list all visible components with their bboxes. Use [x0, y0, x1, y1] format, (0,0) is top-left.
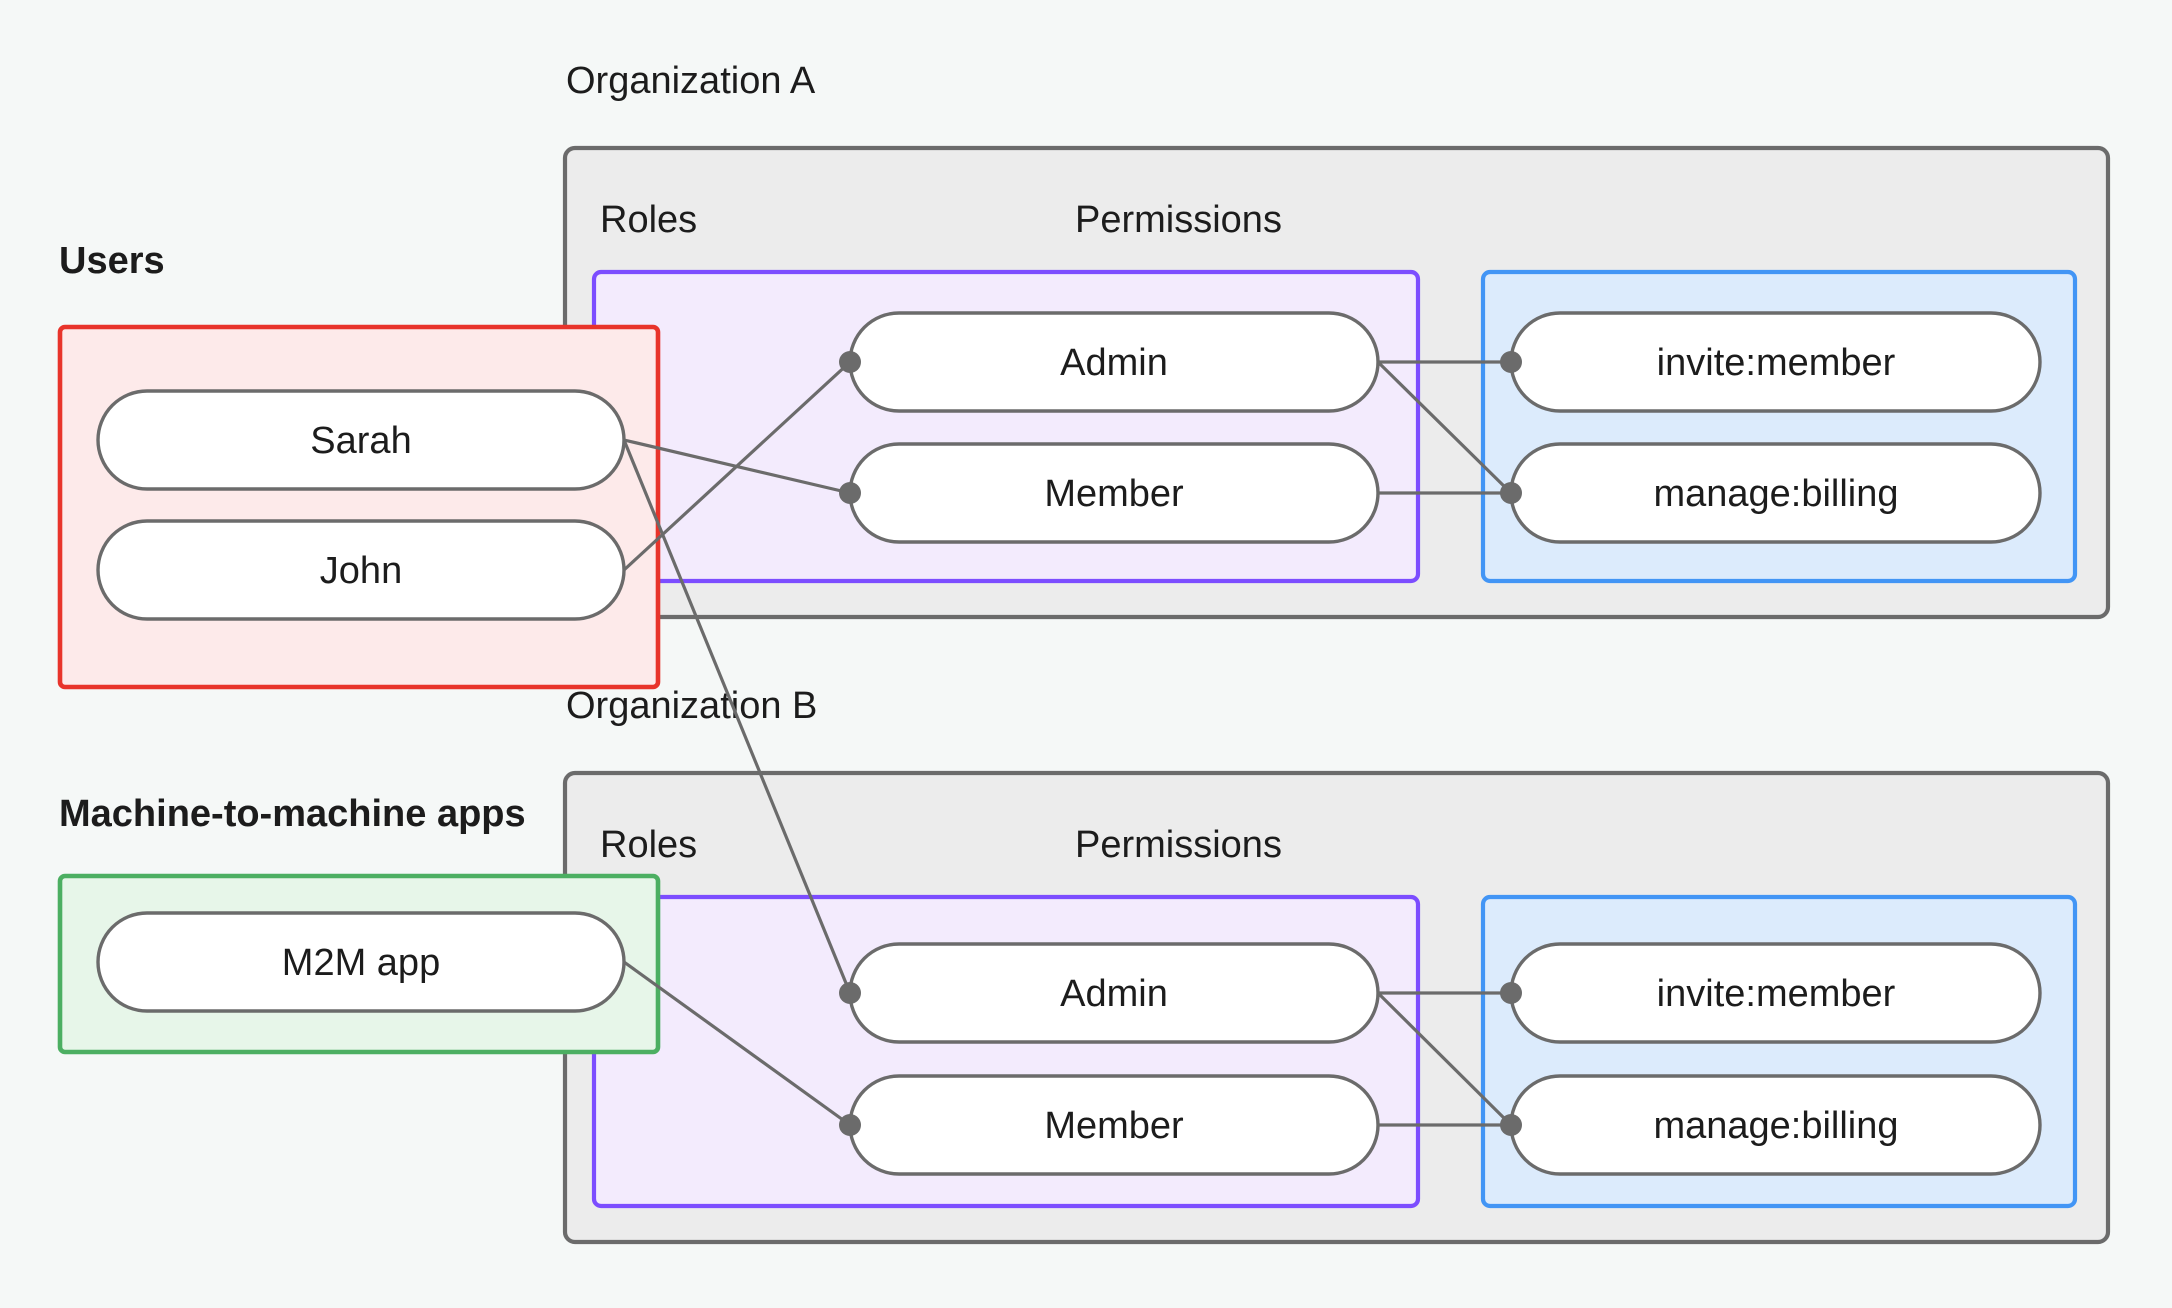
edge-sarah-to-org-b-admin — [622, 439, 852, 994]
node-john-shape[interactable] — [96, 519, 626, 621]
org-a-roles-title: Roles — [600, 199, 697, 241]
node-org-b-admin-label: Admin — [1060, 973, 1168, 1015]
endpoint-dot-org-a-admin — [839, 351, 861, 373]
endpoint-dot-org-b-invite — [1500, 982, 1522, 1004]
endpoint-dot-org-a-invite — [1500, 351, 1522, 373]
node-org-a-manage-billing-label: manage:billing — [1653, 473, 1898, 515]
node-m2m-app[interactable]: M2M app — [96, 911, 626, 1013]
node-org-b-invite-member-label: invite:member — [1657, 973, 1896, 1015]
users-group — [57, 324, 661, 690]
org-b-title: Organization B — [566, 685, 817, 727]
endpoint-dot-org-b-billing — [1500, 1114, 1522, 1136]
node-org-a-invite-member-label: invite:member — [1657, 342, 1896, 384]
node-john[interactable]: John — [96, 519, 626, 621]
node-m2m-app-shape[interactable] — [96, 911, 626, 1013]
node-sarah-label: Sarah — [310, 420, 411, 462]
node-sarah-shape[interactable] — [96, 389, 626, 491]
edge-layer — [622, 360, 1513, 1127]
edge-m2m-to-org-b-member — [623, 960, 851, 1127]
node-sarah[interactable]: Sarah — [96, 389, 626, 491]
endpoint-dot-org-b-admin — [839, 982, 861, 1004]
node-org-b-member-label: Member — [1044, 1105, 1184, 1147]
m2m-title: Machine-to-machine apps — [59, 793, 526, 835]
org-b-roles-title: Roles — [600, 824, 697, 866]
org-a-title: Organization A — [566, 60, 816, 102]
node-org-a-member-label: Member — [1044, 473, 1184, 515]
users-title: Users — [59, 240, 165, 282]
node-org-a-admin-label: Admin — [1060, 342, 1168, 384]
endpoint-dot-org-a-billing — [1500, 482, 1522, 504]
endpoint-dot-org-a-member — [839, 482, 861, 504]
node-org-b-member[interactable]: Member — [848, 1074, 1380, 1176]
node-org-a-invite-member[interactable]: invite:member — [1509, 311, 2042, 413]
edge-john-to-org-a-admin — [622, 360, 852, 572]
node-org-b-admin[interactable]: Admin — [848, 942, 1380, 1044]
org-b-permissions-title: Permissions — [1075, 824, 1282, 866]
node-org-a-manage-billing[interactable]: manage:billing — [1509, 442, 2042, 544]
edge-endpoint-layer — [839, 351, 1522, 1136]
endpoint-dot-org-b-member — [839, 1114, 861, 1136]
node-john-label: John — [320, 550, 402, 592]
node-org-b-invite-member[interactable]: invite:member — [1509, 942, 2042, 1044]
node-org-b-manage-billing-label: manage:billing — [1653, 1105, 1898, 1147]
edge-org-a-admin-to-billing — [1376, 360, 1513, 495]
edge-org-b-admin-to-billing — [1376, 991, 1513, 1127]
org-a-permissions-title: Permissions — [1075, 199, 1282, 241]
node-m2m-app-label: M2M app — [282, 942, 440, 984]
node-org-a-admin[interactable]: Admin — [848, 311, 1380, 413]
node-org-b-manage-billing[interactable]: manage:billing — [1509, 1074, 2042, 1176]
node-org-a-member[interactable]: Member — [848, 442, 1380, 544]
